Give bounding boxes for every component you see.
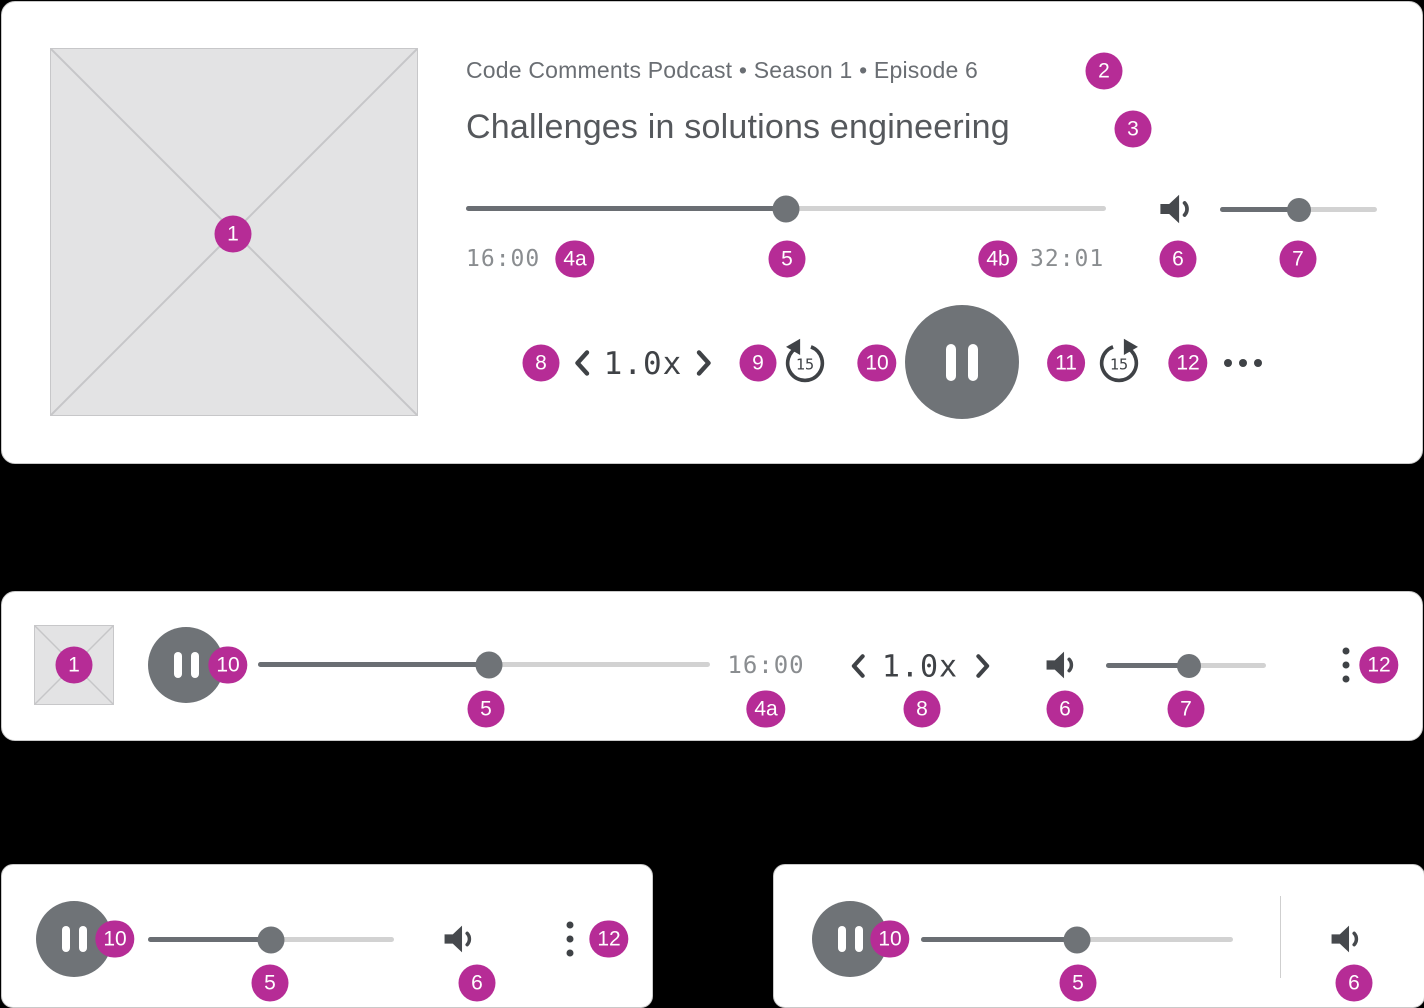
annotation-badge-3: 3 <box>1114 110 1152 148</box>
annotation-badge-1: 1 <box>55 646 93 684</box>
duration-time: 32:01 <box>1030 246 1105 272</box>
annotation-badge-6: 6 <box>1335 964 1373 1002</box>
volume-icon[interactable] <box>1045 650 1082 681</box>
speed-increase-chevron-icon[interactable] <box>975 654 991 679</box>
speed-increase-chevron-icon[interactable] <box>696 350 713 377</box>
seek-bar-thumb[interactable] <box>475 651 503 678</box>
seek-bar-thumb[interactable] <box>1063 926 1091 953</box>
annotation-badge-7: 7 <box>1279 240 1317 278</box>
full-player-card: 1 Code Comments Podcast • Season 1 • Epi… <box>1 1 1423 464</box>
annotation-badge-12: 12 <box>1168 344 1208 382</box>
elapsed-time: 16:00 <box>466 246 541 272</box>
skip-forward-15-button[interactable]: 15 <box>1093 336 1145 388</box>
seek-bar-fill <box>466 206 786 211</box>
skip-forward-count: 15 <box>1110 356 1128 374</box>
volume-slider-thumb[interactable] <box>1286 197 1311 222</box>
annotation-badge-5: 5 <box>1059 964 1097 1002</box>
elapsed-time: 16:00 <box>727 651 805 679</box>
pause-icon <box>837 926 863 952</box>
annotation-badge-10: 10 <box>857 344 897 382</box>
annotation-badge-9: 9 <box>739 344 777 382</box>
annotation-badge-11: 11 <box>1047 344 1085 382</box>
skip-back-15-button[interactable]: 15 <box>779 336 831 388</box>
annotation-badge-2: 2 <box>1085 52 1123 90</box>
annotation-badge-4b: 4b <box>978 240 1018 278</box>
pause-icon <box>946 343 978 381</box>
annotation-badge-5: 5 <box>768 240 806 278</box>
mini-player-right-card: 10 5 6 <box>773 864 1424 1008</box>
pause-icon <box>173 652 199 678</box>
vertical-divider <box>1280 896 1281 978</box>
speed-decrease-chevron-icon[interactable] <box>850 654 866 679</box>
seek-bar-fill <box>258 662 489 667</box>
annotation-badge-1: 1 <box>214 215 252 253</box>
speed-decrease-chevron-icon[interactable] <box>574 350 591 377</box>
annotation-badge-5: 5 <box>251 964 289 1002</box>
volume-slider-thumb[interactable] <box>1177 653 1202 678</box>
volume-icon[interactable] <box>1158 193 1198 226</box>
play-pause-button[interactable] <box>905 305 1019 419</box>
annotation-badge-10: 10 <box>208 646 248 684</box>
podcast-eyebrow: Code Comments Podcast • Season 1 • Episo… <box>466 57 979 83</box>
annotation-badge-10: 10 <box>870 920 910 958</box>
seek-bar[interactable] <box>258 651 710 678</box>
annotation-badge-8: 8 <box>522 344 560 382</box>
seek-bar-thumb[interactable] <box>772 195 800 222</box>
annotation-badge-5: 5 <box>467 690 505 728</box>
seek-bar[interactable] <box>148 926 394 953</box>
seek-bar-fill <box>148 937 271 942</box>
mini-player-left-card: 10 5 6 12 <box>1 864 653 1008</box>
pause-icon <box>61 926 87 952</box>
annotation-badge-8: 8 <box>903 690 941 728</box>
volume-slider-fill <box>1106 663 1190 668</box>
volume-slider-fill <box>1220 207 1299 212</box>
annotation-badge-6: 6 <box>1046 690 1084 728</box>
annotation-badge-4a: 4a <box>555 240 595 278</box>
playback-speed-value: 1.0x <box>881 649 959 685</box>
volume-slider[interactable] <box>1220 197 1377 222</box>
kebab-menu-icon[interactable] <box>1342 647 1350 683</box>
annotation-badge-6: 6 <box>458 964 496 1002</box>
more-options-icon[interactable] <box>1224 359 1262 367</box>
annotation-badge-12: 12 <box>1359 646 1399 684</box>
annotation-badge-6: 6 <box>1159 240 1197 278</box>
annotation-badge-7: 7 <box>1167 690 1205 728</box>
volume-icon[interactable] <box>443 924 480 955</box>
seek-bar-thumb[interactable] <box>257 926 285 953</box>
volume-icon[interactable] <box>1330 924 1367 955</box>
episode-title: Challenges in solutions engineering <box>466 108 1010 146</box>
seek-bar-fill <box>921 937 1077 942</box>
seek-bar[interactable] <box>466 195 1106 222</box>
playback-speed-value: 1.0x <box>603 346 683 382</box>
seek-bar[interactable] <box>921 926 1233 953</box>
bar-player-card: 1 10 5 16:00 4a 1.0x 8 6 7 12 <box>1 591 1423 741</box>
skip-back-count: 15 <box>796 356 814 374</box>
annotation-badge-12: 12 <box>589 920 629 958</box>
kebab-menu-icon[interactable] <box>566 921 574 957</box>
annotation-badge-4a: 4a <box>746 690 786 728</box>
annotation-badge-10: 10 <box>95 920 135 958</box>
volume-slider[interactable] <box>1106 653 1266 678</box>
